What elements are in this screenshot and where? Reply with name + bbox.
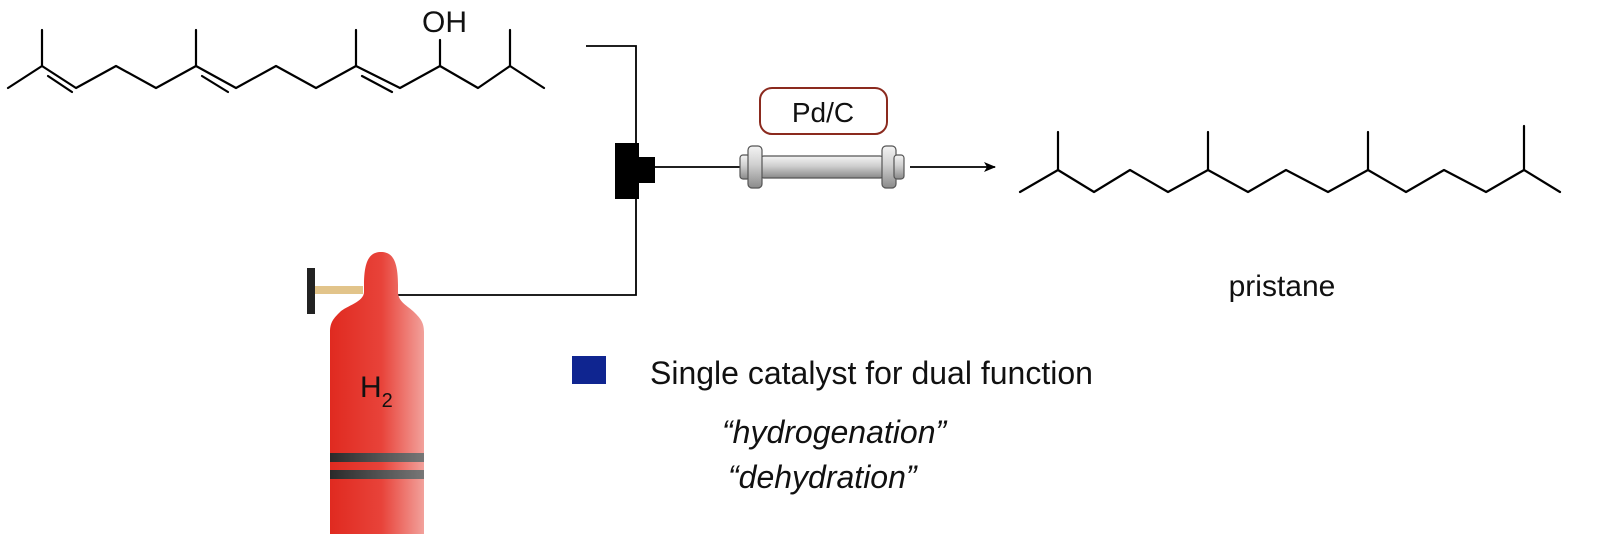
double-bond-3 (360, 74, 394, 94)
catalyst-box-border (759, 87, 888, 135)
flow-tubing (398, 45, 996, 296)
product-name: pristane (1229, 270, 1336, 303)
reactant-structure: OH (6, 6, 546, 94)
h2-symbol: H (360, 371, 382, 404)
pristane-chain (1018, 168, 1562, 194)
function-hydrogenation: “hydrogenation” (722, 414, 947, 450)
double-bond-2 (200, 74, 230, 94)
t-mixer-outlet (639, 157, 655, 183)
column-end-cap-left (747, 145, 763, 189)
bullet-square (572, 356, 606, 384)
catalyst-label-box: Pd/C (759, 87, 888, 135)
product-structure: pristane (1018, 124, 1562, 303)
catalyst-column (739, 145, 905, 189)
cylinder-valve-stem (315, 286, 363, 294)
cylinder-valve-handle (307, 268, 315, 314)
h2-subscript: 2 (382, 390, 393, 412)
cylinder-band-2 (330, 470, 424, 479)
notes-headline: Single catalyst for dual function (650, 355, 1093, 391)
cylinder-body (330, 252, 424, 534)
reactant-feed-line (586, 45, 637, 146)
column-end-cap-right-outer (893, 154, 905, 180)
cylinder-band-1 (330, 453, 424, 462)
reactant-chain (6, 64, 546, 90)
h2-feed-line (398, 196, 637, 296)
catalyst-label: Pd/C (792, 97, 854, 128)
oh-label: OH (422, 6, 467, 39)
t-mixer (615, 143, 639, 199)
function-dehydration: “dehydration” (728, 459, 918, 495)
double-bond-1 (46, 74, 74, 94)
notes: Single catalyst for dual function “hydro… (572, 355, 1093, 495)
h2-cylinder: H2 (307, 252, 424, 534)
h2-label: H2 (360, 371, 393, 412)
column-body (759, 155, 885, 179)
